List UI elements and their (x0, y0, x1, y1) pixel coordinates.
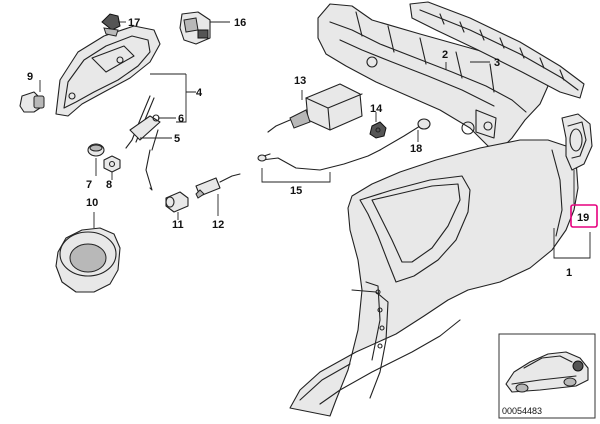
callout-7: 7 (86, 179, 92, 191)
callout-3: 3 (494, 57, 500, 69)
callout-5: 5 (174, 133, 180, 145)
callout-11: 11 (172, 219, 184, 231)
callout-15: 15 (290, 185, 302, 197)
callout-labels: 17 16 9 4 6 5 7 8 10 11 12 13 14 18 15 2… (27, 17, 598, 279)
callout-8: 8 (106, 179, 112, 191)
actuator-part-13[interactable] (267, 83, 363, 133)
callout-12: 12 (212, 219, 224, 231)
bolt-part-18[interactable] (379, 118, 431, 151)
callout-19: 19 (577, 212, 589, 224)
fuel-flap-door[interactable] (55, 25, 161, 117)
callout-16: 16 (234, 17, 246, 29)
leader-lines (39, 21, 591, 259)
reference-code: 00054483 (502, 406, 542, 416)
trim-strip-part-3[interactable] (409, 1, 585, 99)
callout-10: 10 (86, 197, 98, 209)
callout-18: 18 (410, 143, 422, 155)
callout-14: 14 (370, 103, 383, 115)
connector-part-16[interactable] (179, 11, 211, 45)
buffer-part-7[interactable] (87, 143, 105, 157)
callout-17: 17 (128, 17, 140, 29)
spring-rod-part-12[interactable] (195, 173, 241, 199)
callout-4: 4 (196, 87, 203, 99)
cap-plug-part-9[interactable] (19, 91, 45, 113)
callout-6: 6 (178, 113, 184, 125)
side-panel-part-1[interactable] (289, 139, 579, 417)
callout-1: 1 (566, 267, 572, 279)
cable-part-15[interactable] (257, 149, 381, 171)
callout-9: 9 (27, 71, 33, 83)
rear-panel-part-2[interactable] (317, 3, 549, 151)
hinge-linkage-parts-5-6[interactable] (125, 95, 161, 191)
callout-19-highlight (570, 204, 598, 228)
clip-part-17[interactable] (101, 13, 121, 37)
callout-13: 13 (294, 75, 306, 87)
filler-housing-part-19[interactable] (561, 113, 593, 171)
location-marker-icon (572, 360, 584, 372)
grommet-part-14[interactable] (369, 121, 387, 139)
pin-part-11[interactable] (165, 191, 189, 213)
filler-bowl-part-10[interactable] (55, 227, 121, 293)
callout-2: 2 (442, 49, 448, 61)
vehicle-locator-inset: 00054483 (498, 333, 596, 419)
nut-part-8[interactable] (103, 155, 121, 173)
